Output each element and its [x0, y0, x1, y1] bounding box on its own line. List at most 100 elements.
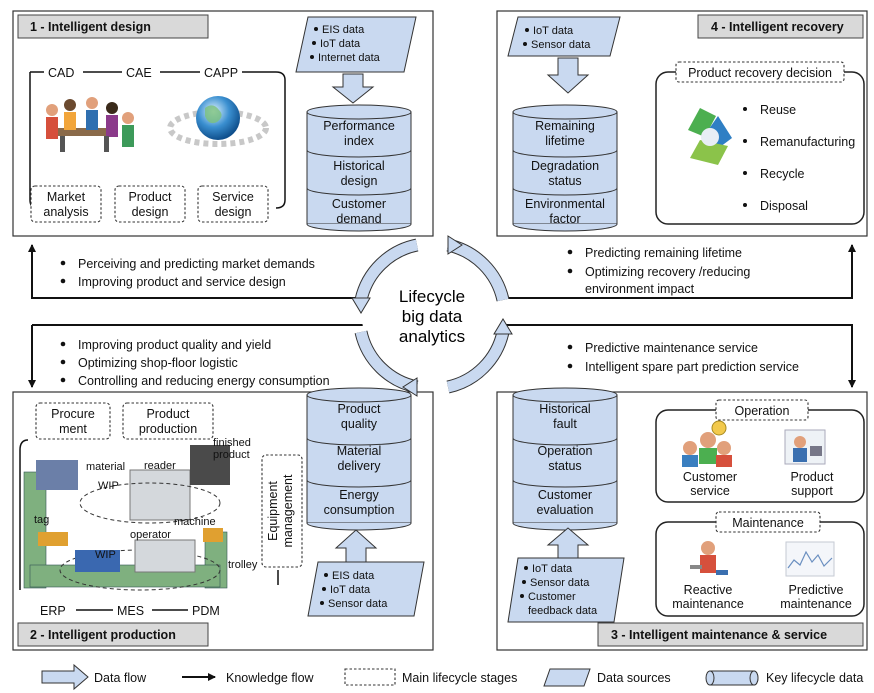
recovery-benefit-1: Predicting remaining lifetime [585, 246, 742, 260]
label-material: material [86, 461, 125, 473]
label-reader: reader [144, 460, 176, 472]
legend-key-lifecycle-data: Key lifecycle data [766, 671, 863, 685]
svg-text:Customer: Customer [683, 470, 737, 484]
svg-text:Operation: Operation [538, 444, 593, 458]
panel-intelligent-production: 2 - Intelligent production Procure ment … [12, 387, 434, 651]
svg-text:management: management [281, 474, 295, 547]
svg-text:Product: Product [337, 402, 381, 416]
label-wip-1: WIP [98, 480, 119, 492]
label-tag: tag [34, 514, 49, 526]
svg-text:Degradation: Degradation [531, 159, 599, 173]
legend-data-sources: Data sources [597, 671, 671, 685]
operation-title: Operation [735, 404, 790, 418]
panel-intelligent-design: 1 - Intelligent design CAD CAE CAPP Mark… [12, 10, 434, 237]
svg-text:IoT data: IoT data [532, 563, 573, 575]
svg-text:Historical: Historical [333, 159, 384, 173]
knowledge-flow-to-design [28, 244, 385, 299]
center-title-line1: Lifecycle [399, 287, 465, 306]
svg-text:Remaining: Remaining [535, 119, 595, 133]
maintenance-benefit-1: Predictive maintenance service [585, 341, 758, 355]
system-pdm: PDM [192, 604, 220, 618]
stage-equipment-management [261, 454, 303, 568]
tool-cae: CAE [126, 66, 152, 80]
production-benefit-2: Optimizing shop-floor logistic [78, 356, 238, 370]
stage-product-production [122, 402, 214, 440]
recovery-option-remanufacturing: Remanufacturing [760, 135, 855, 149]
design-team-illustration [46, 97, 134, 152]
svg-text:maintenance: maintenance [780, 597, 852, 611]
data-flow-arrow-recovery [546, 57, 590, 94]
key-data-maintenance [512, 387, 618, 531]
legend-knowledge-flow: Knowledge flow [226, 671, 315, 685]
svg-text:fault: fault [553, 417, 577, 431]
data-source-recovery [507, 16, 621, 57]
svg-text:Performance: Performance [323, 119, 395, 133]
svg-text:service: service [690, 484, 730, 498]
svg-text:consumption: consumption [324, 503, 395, 517]
recycle-icon [688, 108, 732, 165]
svg-text:evaluation: evaluation [537, 503, 594, 517]
panel-intelligent-recovery: 4 - Intelligent recovery IoT data Sensor… [496, 10, 868, 237]
svg-text:Sensor data: Sensor data [531, 39, 591, 51]
panel-2-title: 2 - Intelligent production [30, 628, 176, 642]
reactive-maintenance-icon [690, 541, 728, 575]
design-benefit-2: Improving product and service design [78, 275, 286, 289]
design-benefit-1: Perceiving and predicting market demands [78, 257, 315, 271]
stage-market-analysis [30, 185, 102, 223]
maintenance-title: Maintenance [732, 516, 804, 530]
stage-product-design [114, 185, 186, 223]
production-benefit-1: Improving product quality and yield [78, 338, 271, 352]
svg-text:Environmental: Environmental [525, 197, 605, 211]
svg-text:support: support [791, 484, 833, 498]
svg-text:IoT data: IoT data [533, 25, 574, 37]
legend-cylinder-icon [705, 670, 759, 686]
legend-data-flow-icon [41, 663, 89, 691]
svg-text:IoT data: IoT data [330, 584, 371, 596]
svg-text:production: production [139, 422, 197, 436]
recovery-decision-title-box [675, 61, 845, 83]
product-support-icon [784, 429, 826, 465]
panel-1-title: 1 - Intelligent design [30, 20, 151, 34]
production-benefit-3: Controlling and reducing energy consumpt… [78, 374, 330, 388]
svg-text:Customer: Customer [528, 591, 576, 603]
label-machine: machine [174, 516, 216, 528]
recovery-benefit-2-line2: environment impact [585, 282, 695, 296]
panel-3-header [597, 622, 864, 647]
tool-capp: CAPP [204, 66, 238, 80]
center-title-line2: big data [402, 307, 463, 326]
stage-service-design [197, 185, 269, 223]
operation-title-box [715, 399, 809, 421]
svg-text:analysis: analysis [43, 205, 88, 219]
maintenance-benefit-2: Intelligent spare part prediction servic… [585, 360, 799, 374]
maintenance-title-box [715, 511, 821, 533]
svg-text:Market: Market [47, 190, 86, 204]
svg-text:Internet data: Internet data [318, 52, 381, 64]
label-wip-2: WIP [95, 549, 116, 561]
panel-4-title: 4 - Intelligent recovery [711, 20, 844, 34]
svg-text:design: design [215, 205, 252, 219]
lifecycle-cycle [351, 235, 513, 397]
svg-text:maintenance: maintenance [672, 597, 744, 611]
svg-text:feedback data: feedback data [528, 605, 598, 617]
panel-4-header [697, 14, 864, 39]
globe-network-illustration [167, 96, 269, 147]
system-mes: MES [117, 604, 144, 618]
legend-data-sources-icon [543, 668, 591, 687]
recovery-benefit-2-line1: Optimizing recovery /reducing [585, 265, 750, 279]
data-source-design [295, 16, 417, 73]
legend-main-stages: Main lifecycle stages [402, 671, 517, 685]
svg-text:Predictive: Predictive [789, 583, 844, 597]
svg-text:Product: Product [790, 470, 834, 484]
svg-text:Customer: Customer [538, 488, 592, 502]
svg-text:Sensor data: Sensor data [328, 598, 388, 610]
svg-text:Reactive: Reactive [684, 583, 733, 597]
svg-text:Energy: Energy [339, 488, 379, 502]
recovery-option-recycle: Recycle [760, 167, 805, 181]
svg-text:demand: demand [336, 212, 381, 226]
center-title-line3: analytics [399, 327, 465, 346]
panel-3-title: 3 - Intelligent maintenance & service [611, 628, 827, 642]
svg-text:EIS data: EIS data [332, 570, 375, 582]
data-source-production [307, 561, 425, 617]
legend-stages-icon [344, 668, 396, 686]
